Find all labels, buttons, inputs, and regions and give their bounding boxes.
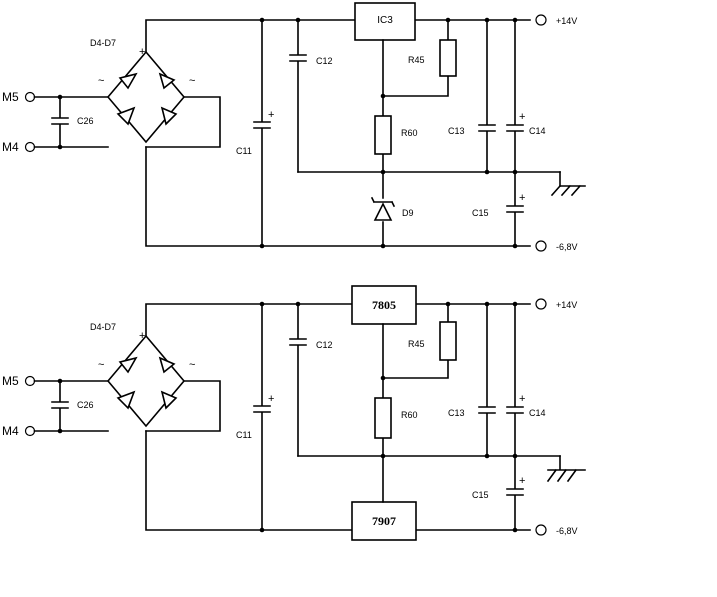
vneg-terminal-top bbox=[535, 240, 547, 252]
ground-symbol-bottom bbox=[546, 455, 586, 483]
c26-label-bottom: C26 bbox=[77, 400, 94, 410]
c14-label-bottom: C14 bbox=[529, 408, 546, 418]
c26-label-top: C26 bbox=[77, 116, 94, 126]
d9-zener bbox=[373, 202, 393, 221]
c14-label-top: C14 bbox=[529, 126, 546, 136]
c15-plus-top: + bbox=[519, 192, 525, 204]
c13-label-top: C13 bbox=[448, 126, 465, 136]
regulator-7805-label: 7805 bbox=[372, 298, 396, 312]
c15-label-bottom: C15 bbox=[472, 490, 489, 500]
c13-label-bottom: C13 bbox=[448, 408, 465, 418]
c12-label-top: C12 bbox=[316, 56, 333, 66]
c14-plus-top: + bbox=[519, 111, 525, 123]
bridge-plus-top: + bbox=[139, 46, 145, 58]
m5-label-top: M5 bbox=[2, 90, 19, 104]
c11-label-bottom: C11 bbox=[236, 430, 252, 440]
bridge-rectifier-top bbox=[106, 50, 186, 144]
ground-symbol-top bbox=[550, 184, 586, 197]
r45-label-top: R45 bbox=[408, 55, 425, 65]
vpos-terminal-top bbox=[535, 14, 547, 26]
vpos-label-top: +14V bbox=[556, 16, 577, 26]
d9-label: D9 bbox=[402, 208, 414, 218]
m5-terminal-top bbox=[24, 91, 36, 103]
r60-resistor-bottom bbox=[374, 397, 392, 439]
regulator-7907-label: 7907 bbox=[372, 514, 396, 528]
r60-label-top: R60 bbox=[401, 128, 418, 138]
ic3-regulator bbox=[354, 2, 416, 41]
c15-label-top: C15 bbox=[472, 208, 489, 218]
r60-label-bottom: R60 bbox=[401, 410, 418, 420]
c11-label-top: C11 bbox=[236, 146, 252, 156]
m4-terminal-top bbox=[24, 141, 36, 153]
vneg-label-top: -6,8V bbox=[556, 242, 578, 252]
c15-plus-bottom: + bbox=[519, 475, 525, 487]
top-circuit: M5 M4 C26 D4-D7 + ~ ~ +14V IC3 bbox=[2, 2, 586, 252]
r45-resistor-top bbox=[439, 39, 457, 77]
bridge-plus-bottom: + bbox=[139, 330, 145, 342]
r45-resistor-bottom bbox=[439, 321, 457, 361]
bridge-ac2-top: ~ bbox=[189, 75, 195, 87]
m4-terminal-bottom bbox=[24, 425, 36, 437]
c12-label-bottom: C12 bbox=[316, 340, 333, 350]
m4-label-bottom: M4 bbox=[2, 424, 19, 438]
vneg-terminal-bottom bbox=[535, 524, 547, 536]
c14-plus-bottom: + bbox=[519, 393, 525, 405]
regulator-7907 bbox=[351, 501, 417, 541]
bottom-circuit: M5 M4 C26 D4-D7 + ~ ~ +14V 7805 - bbox=[2, 285, 586, 541]
r45-label-bottom: R45 bbox=[408, 339, 425, 349]
diodes-label-top: D4-D7 bbox=[90, 38, 116, 48]
vpos-label-bottom: +14V bbox=[556, 300, 577, 310]
bridge-ac2-bottom: ~ bbox=[189, 359, 195, 371]
m4-label-top: M4 bbox=[2, 140, 19, 154]
bridge-rectifier-bottom bbox=[106, 334, 186, 428]
vpos-terminal-bottom bbox=[535, 298, 547, 310]
regulator-7805 bbox=[351, 285, 417, 325]
c11-plus-bottom: + bbox=[268, 393, 274, 405]
c11-plus-top: + bbox=[268, 109, 274, 121]
m5-terminal-bottom bbox=[24, 375, 36, 387]
vneg-label-bottom: -6,8V bbox=[556, 526, 578, 536]
r60-resistor-top bbox=[374, 115, 392, 155]
diodes-label-bottom: D4-D7 bbox=[90, 322, 116, 332]
bridge-ac1-top: ~ bbox=[98, 75, 104, 87]
m5-label-bottom: M5 bbox=[2, 374, 19, 388]
ic3-label: IC3 bbox=[377, 15, 393, 26]
bridge-ac1-bottom: ~ bbox=[98, 359, 104, 371]
